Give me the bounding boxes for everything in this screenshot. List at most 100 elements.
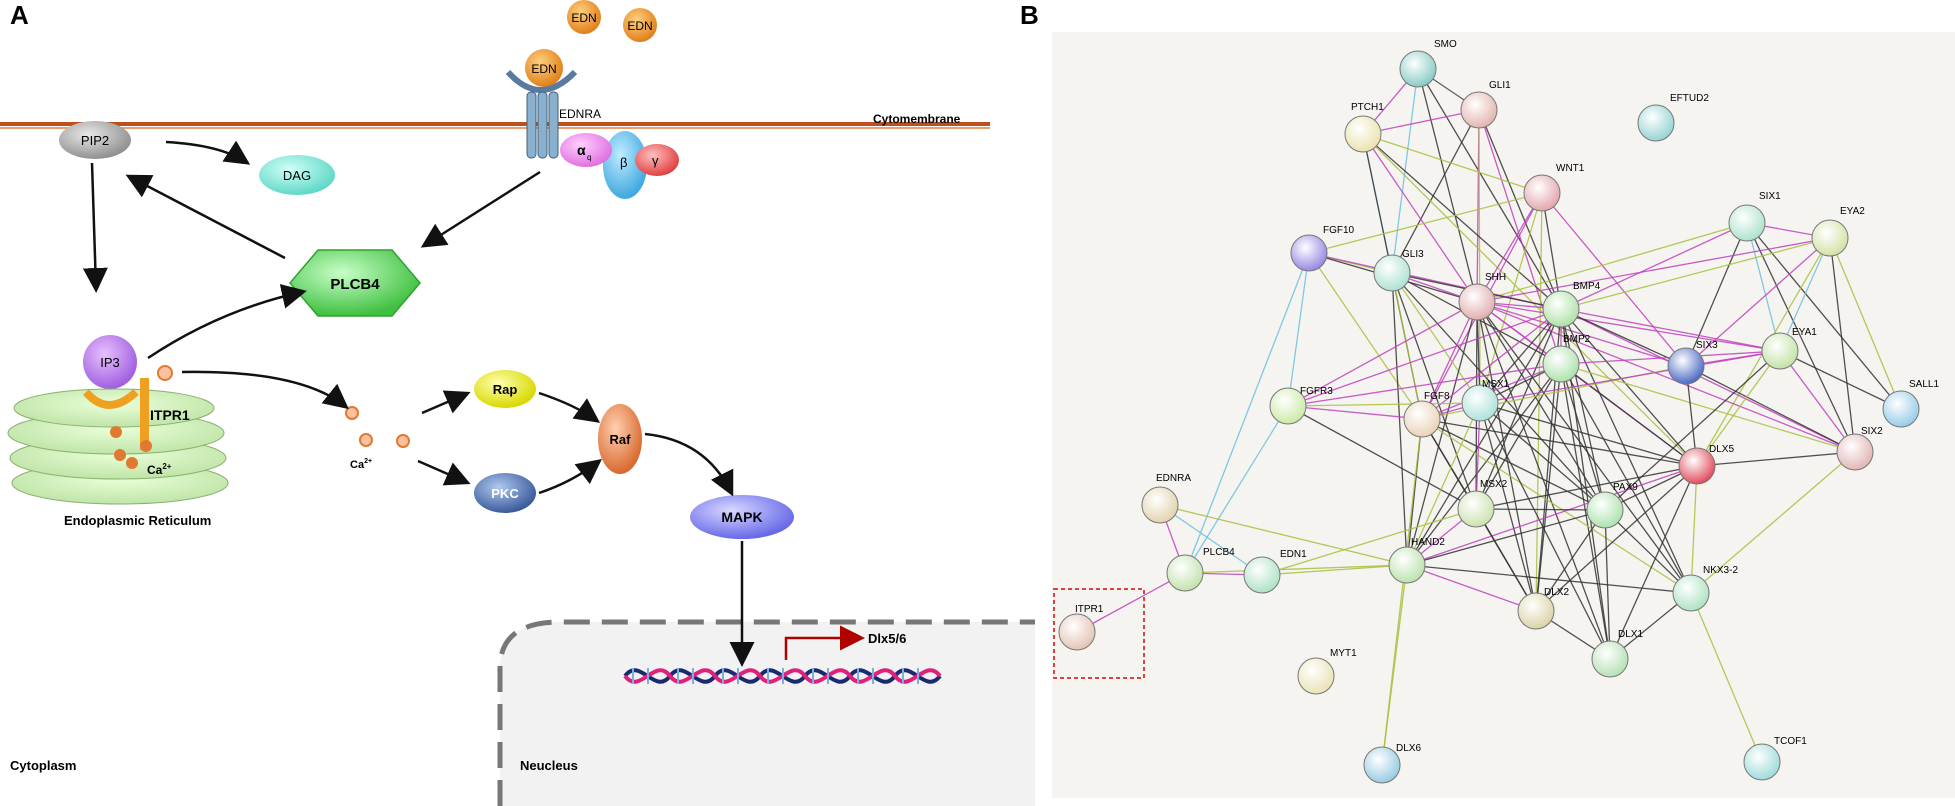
- network-node-label: SALL1: [1909, 379, 1939, 390]
- network-edge: [1406, 564, 1537, 612]
- network-edge: [1287, 363, 1562, 407]
- network-node-label: MSX2: [1480, 479, 1508, 490]
- network-edge: [1184, 564, 1408, 574]
- network-edge: [1829, 237, 1856, 453]
- dna-helix: [623, 668, 942, 684]
- network-node-msx1: MSX1: [1461, 379, 1510, 422]
- network-edge: [1685, 237, 1831, 367]
- network-edge: [1475, 308, 1562, 510]
- network-node-label: FGF10: [1323, 225, 1355, 236]
- pip2-label: PIP2: [81, 133, 109, 148]
- panel-b-letter: B: [1020, 0, 1039, 30]
- ip3-node: IP3: [83, 335, 137, 389]
- network-edge: [1696, 451, 1856, 467]
- network-node-circle: [1243, 556, 1281, 594]
- network-edge: [1476, 192, 1543, 303]
- network-edge: [1391, 272, 1423, 420]
- network-node-tcof1: TCOF1: [1743, 736, 1807, 781]
- g-alpha-sub: q: [587, 153, 591, 162]
- network-node-label: GLI1: [1489, 80, 1511, 91]
- network-edge: [1391, 272, 1481, 404]
- network-node-label: FGF8: [1424, 391, 1450, 402]
- network-node-wnt1: WNT1: [1523, 163, 1585, 212]
- edn-label: EDN: [627, 19, 652, 33]
- network-edge: [1362, 133, 1543, 194]
- network-edge: [1609, 465, 1698, 660]
- cytomembrane-label: Cytomembrane: [873, 112, 961, 126]
- network-node-circle: [1269, 387, 1307, 425]
- network-node-itpr1: ITPR1: [1058, 604, 1104, 651]
- network-edge: [1476, 301, 1611, 660]
- network-edge: [1362, 109, 1480, 135]
- network-node-plcb4: PLCB4: [1166, 547, 1235, 592]
- raf-label: Raf: [610, 432, 632, 447]
- network-node-circle: [1542, 345, 1580, 383]
- g-gamma-label: γ: [652, 153, 659, 168]
- network-edge: [1475, 508, 1537, 612]
- network-edge: [1406, 402, 1481, 566]
- network-node-circle: [1523, 174, 1561, 212]
- itpr1-label: ITPR1: [150, 407, 190, 423]
- network-node-circle: [1836, 433, 1874, 471]
- network-node-label: EYA2: [1840, 206, 1865, 217]
- network-node-circle: [1290, 234, 1328, 272]
- mapk-label: MAPK: [721, 509, 762, 525]
- network-edge: [1479, 350, 1781, 404]
- network-edge: [1406, 465, 1698, 566]
- network-node-circle: [1743, 743, 1781, 781]
- transcription-arrow: [784, 625, 865, 660]
- cytosolic-ca-label: Ca2+: [350, 458, 372, 471]
- network-node-label: EDNRA: [1156, 473, 1191, 484]
- network-node-circle: [1728, 204, 1766, 242]
- nucleus-label: Neucleus: [520, 758, 578, 773]
- network-edge: [1696, 350, 1781, 467]
- network-node-eya1: EYA1: [1761, 327, 1817, 370]
- nucleus-fill: [500, 622, 1035, 806]
- panel-a: A Cytomembrane EDN EDN EDN EDNRA: [0, 0, 1035, 806]
- network-edge: [1476, 237, 1831, 303]
- network-node-circle: [1058, 613, 1096, 651]
- network-node-edn1: EDN1: [1243, 549, 1307, 594]
- network-node-circle: [1542, 290, 1580, 328]
- network-edge: [1560, 222, 1748, 310]
- network-edge: [1560, 308, 1856, 453]
- network-node-six3: SIX3: [1667, 340, 1718, 385]
- network-node-circle: [1517, 592, 1555, 630]
- network-edge: [1779, 237, 1831, 352]
- network-edge: [1417, 68, 1562, 310]
- edn-label: EDN: [531, 62, 556, 76]
- network-node-fgfr3: FGFR3: [1269, 386, 1333, 425]
- network-node-circle: [1678, 447, 1716, 485]
- edn-ligand-2: EDN: [623, 8, 657, 42]
- network-edge: [1478, 109, 1562, 310]
- network-edge: [1362, 133, 1478, 303]
- edn-ligand-bound: EDN: [525, 49, 563, 87]
- network-edge: [1308, 252, 1423, 420]
- network-edge: [1541, 192, 1562, 310]
- network-node-label: SMO: [1434, 39, 1457, 50]
- network-node-dlx6: DLX6: [1363, 743, 1421, 784]
- network-edge: [1287, 402, 1481, 407]
- dag-label: DAG: [283, 168, 311, 183]
- network-edge: [1476, 301, 1692, 594]
- network-node-eftud2: EFTUD2: [1637, 93, 1709, 142]
- network-node-dlx1: DLX1: [1591, 629, 1643, 678]
- network-edge: [1479, 402, 1606, 511]
- network-node-circle: [1399, 50, 1437, 88]
- network-edge: [1685, 365, 1856, 453]
- network-node-label: MSX1: [1482, 379, 1510, 390]
- dag-node: DAG: [259, 155, 335, 195]
- network-edge: [1261, 508, 1477, 576]
- network-node-bmp4: BMP4: [1542, 281, 1601, 328]
- network-node-circle: [1297, 657, 1335, 695]
- network-node-circle: [1461, 384, 1499, 422]
- network-node-label: SIX3: [1696, 340, 1718, 351]
- network-node-label: BMP2: [1563, 334, 1591, 345]
- network-node-fgf10: FGF10: [1290, 225, 1355, 272]
- network-edge: [1287, 405, 1423, 420]
- itpr1-highlight-box: [1053, 588, 1145, 679]
- network-node-label: ITPR1: [1075, 604, 1104, 615]
- network-edge: [1421, 301, 1478, 420]
- network-node-circle: [1403, 400, 1441, 438]
- pkc-node: PKC: [474, 473, 536, 513]
